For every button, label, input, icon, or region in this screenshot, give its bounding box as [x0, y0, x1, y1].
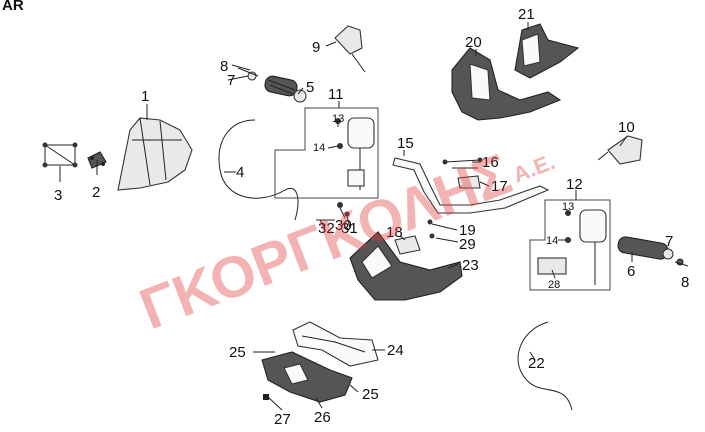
callout-18: 18 [386, 224, 403, 241]
leader-lines [59, 22, 633, 411]
watermark: ΓΚΟΡΓΚΟΛΗΣ Α.Ε. [131, 141, 558, 342]
callout-5: 5 [306, 79, 314, 96]
frame-cover-part [292, 321, 379, 367]
fastener-set-part [316, 202, 350, 221]
side-cover-part [514, 23, 580, 79]
callout-9: 9 [312, 39, 320, 56]
windscreen-part [117, 117, 193, 191]
right-grip-part [264, 75, 307, 103]
callout-28: 28 [548, 279, 560, 291]
callout-22: 22 [528, 355, 545, 372]
callout-20: 20 [465, 34, 482, 51]
callout-13-left: 13 [562, 201, 574, 213]
callout-31: 31 [341, 220, 358, 237]
callout-16: 16 [482, 154, 499, 171]
right-switch-group [274, 107, 379, 199]
callout-27: 27 [274, 411, 291, 428]
callout-3: 3 [54, 187, 62, 204]
callout-labels: 1 2 3 4 5 6 7 7 8 8 9 10 11 12 13 13 14 … [54, 6, 689, 428]
lower-bracket-part [261, 351, 353, 403]
callout-7-right: 7 [227, 72, 235, 89]
watermark-suffix: Α.Ε. [509, 149, 558, 188]
callout-7-left: 7 [665, 233, 673, 250]
callout-29: 29 [459, 236, 476, 253]
mount-block-part [394, 219, 435, 255]
callout-12: 12 [566, 176, 583, 193]
callout-30: 30 [335, 217, 352, 234]
callout-26: 26 [314, 409, 331, 426]
brake-cable-part [517, 321, 573, 411]
callout-4: 4 [236, 164, 244, 181]
callout-6: 6 [627, 263, 635, 280]
callout-32: 32 [318, 220, 335, 237]
callout-10: 10 [618, 119, 635, 136]
callout-23: 23 [462, 257, 479, 274]
callout-25-left: 25 [229, 344, 246, 361]
screw-set-part [42, 142, 78, 168]
callout-14-right: 14 [313, 142, 325, 154]
callout-19: 19 [459, 222, 476, 239]
bar-end-screw-left [674, 258, 689, 267]
callout-8-right: 8 [220, 58, 228, 75]
right-mirror-part [334, 25, 366, 73]
callout-11: 11 [328, 86, 344, 103]
callout-14-left: 14 [546, 235, 558, 247]
callout-13-right: 13 [332, 113, 344, 125]
corner-header: AR [2, 0, 24, 14]
throttle-cable-part [218, 119, 299, 221]
handlebar-part [392, 157, 550, 214]
callout-15: 15 [397, 135, 414, 152]
upper-cover-part [451, 47, 562, 121]
left-switch-group [529, 199, 611, 291]
callout-1: 1 [141, 88, 149, 105]
callout-24: 24 [387, 342, 404, 359]
callout-17: 17 [491, 178, 508, 195]
callout-21: 21 [518, 6, 535, 23]
bar-clamp-part [442, 157, 483, 189]
callout-25-right: 25 [362, 386, 379, 403]
lower-shroud-part [349, 231, 463, 301]
left-mirror-part [597, 135, 643, 165]
callout-8-left: 8 [681, 274, 689, 291]
left-grip-part [617, 236, 674, 260]
callout-2: 2 [92, 184, 100, 201]
